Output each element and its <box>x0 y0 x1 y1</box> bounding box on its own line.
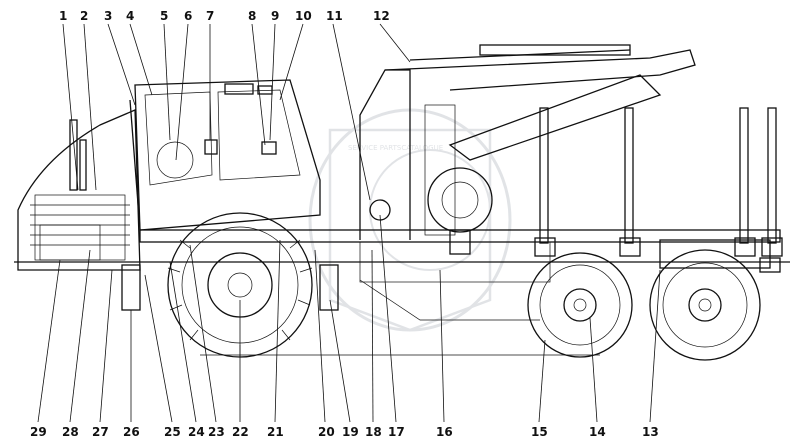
callout-6: 6 <box>184 9 192 23</box>
callout-16: 16 <box>436 425 453 439</box>
callout-14: 14 <box>589 425 606 439</box>
callout-1: 1 <box>59 9 67 23</box>
callout-15: 15 <box>531 425 548 439</box>
callout-29: 29 <box>30 425 47 439</box>
watermark-text: SERVICE PARTSCATALOGUE <box>348 144 443 152</box>
callout-21: 21 <box>267 425 284 439</box>
callout-26: 26 <box>123 425 140 439</box>
callout-5: 5 <box>160 9 168 23</box>
callout-18: 18 <box>365 425 382 439</box>
lower-parts <box>39 224 339 311</box>
leader-lines-top <box>62 23 411 201</box>
callout-12: 12 <box>373 9 390 23</box>
rear-wheel-2 <box>649 249 761 361</box>
callout-27: 27 <box>92 425 109 439</box>
callout-9: 9 <box>271 9 279 23</box>
crane <box>359 44 696 240</box>
callout-7: 7 <box>206 9 214 23</box>
callout-2: 2 <box>80 9 88 23</box>
callout-10: 10 <box>295 9 312 23</box>
callouts-bottom: 29 28 27 26 25 24 23 22 21 20 19 18 17 1… <box>30 425 659 439</box>
callout-19: 19 <box>342 425 359 439</box>
bunk-stakes <box>449 107 783 257</box>
callout-20: 20 <box>318 425 335 439</box>
callout-4: 4 <box>126 9 134 23</box>
callout-17: 17 <box>388 425 405 439</box>
callout-25: 25 <box>164 425 181 439</box>
callout-22: 22 <box>232 425 249 439</box>
callout-24: 24 <box>188 425 205 439</box>
callout-23: 23 <box>208 425 225 439</box>
callouts-top: 1 2 3 4 5 6 7 8 9 10 11 12 <box>59 9 390 23</box>
rear-wheel-1 <box>527 252 633 358</box>
chassis <box>139 229 781 321</box>
callout-28: 28 <box>62 425 79 439</box>
leader-lines-bottom <box>37 214 661 423</box>
callout-8: 8 <box>248 9 256 23</box>
engine-hood <box>17 109 141 271</box>
callout-3: 3 <box>104 9 112 23</box>
cab <box>129 79 321 231</box>
callout-13: 13 <box>642 425 659 439</box>
callout-11: 11 <box>326 9 343 23</box>
